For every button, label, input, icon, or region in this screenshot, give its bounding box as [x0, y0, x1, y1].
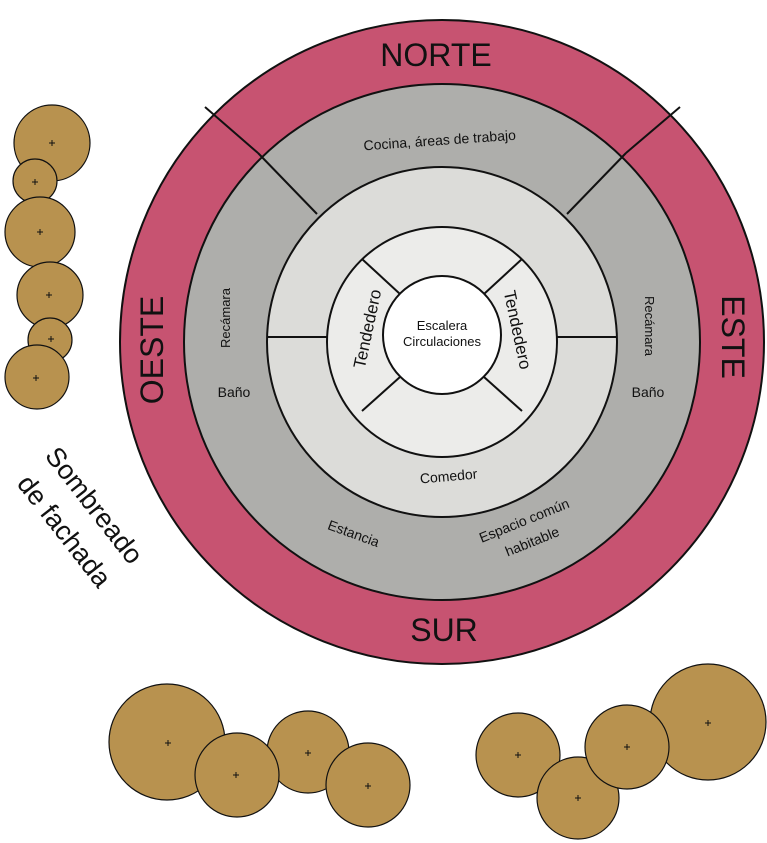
tree-marker	[624, 744, 630, 750]
south-label: SUR	[410, 612, 478, 648]
center-circle	[382, 275, 502, 395]
divider-core-ll	[361, 376, 401, 412]
east-bath-label: Baño	[632, 384, 665, 400]
west-bath-label: Baño	[218, 384, 251, 400]
north-label: NORTE	[380, 37, 491, 73]
center-label-2: Circulaciones	[403, 334, 482, 349]
trees-west	[4, 104, 91, 410]
tree-marker	[49, 140, 55, 146]
east-bedroom-label: Recámara	[642, 296, 657, 357]
dining-label: Comedor	[419, 466, 478, 487]
divider-core-ul	[361, 258, 401, 295]
west-bedroom-label: Recámara	[218, 287, 233, 348]
tree-marker	[32, 179, 38, 185]
tree-marker	[305, 750, 311, 756]
trees-south-west	[108, 683, 411, 828]
divider-middle-nw	[257, 152, 318, 215]
tree-marker	[48, 336, 54, 342]
tree-marker	[575, 795, 581, 801]
divider-outer-ne	[625, 106, 681, 154]
tree-marker	[705, 720, 711, 726]
tree-marker	[33, 375, 39, 381]
divider-middle-ne	[566, 152, 627, 215]
divider-core-ur	[483, 258, 523, 295]
tree-marker	[37, 229, 43, 235]
tree-marker	[233, 772, 239, 778]
west-label: OESTE	[134, 296, 170, 404]
trees-south-east	[475, 663, 767, 840]
east-label: ESTE	[715, 295, 751, 379]
divider-core-lr	[483, 376, 523, 412]
tree-marker	[165, 740, 171, 746]
center-label-1: Escalera	[417, 318, 468, 333]
tree-marker	[365, 783, 371, 789]
tree-markers	[32, 140, 711, 801]
tree	[4, 344, 70, 410]
tree-marker	[515, 752, 521, 758]
divider-outer-nw	[204, 106, 259, 154]
tree-marker	[46, 292, 52, 298]
